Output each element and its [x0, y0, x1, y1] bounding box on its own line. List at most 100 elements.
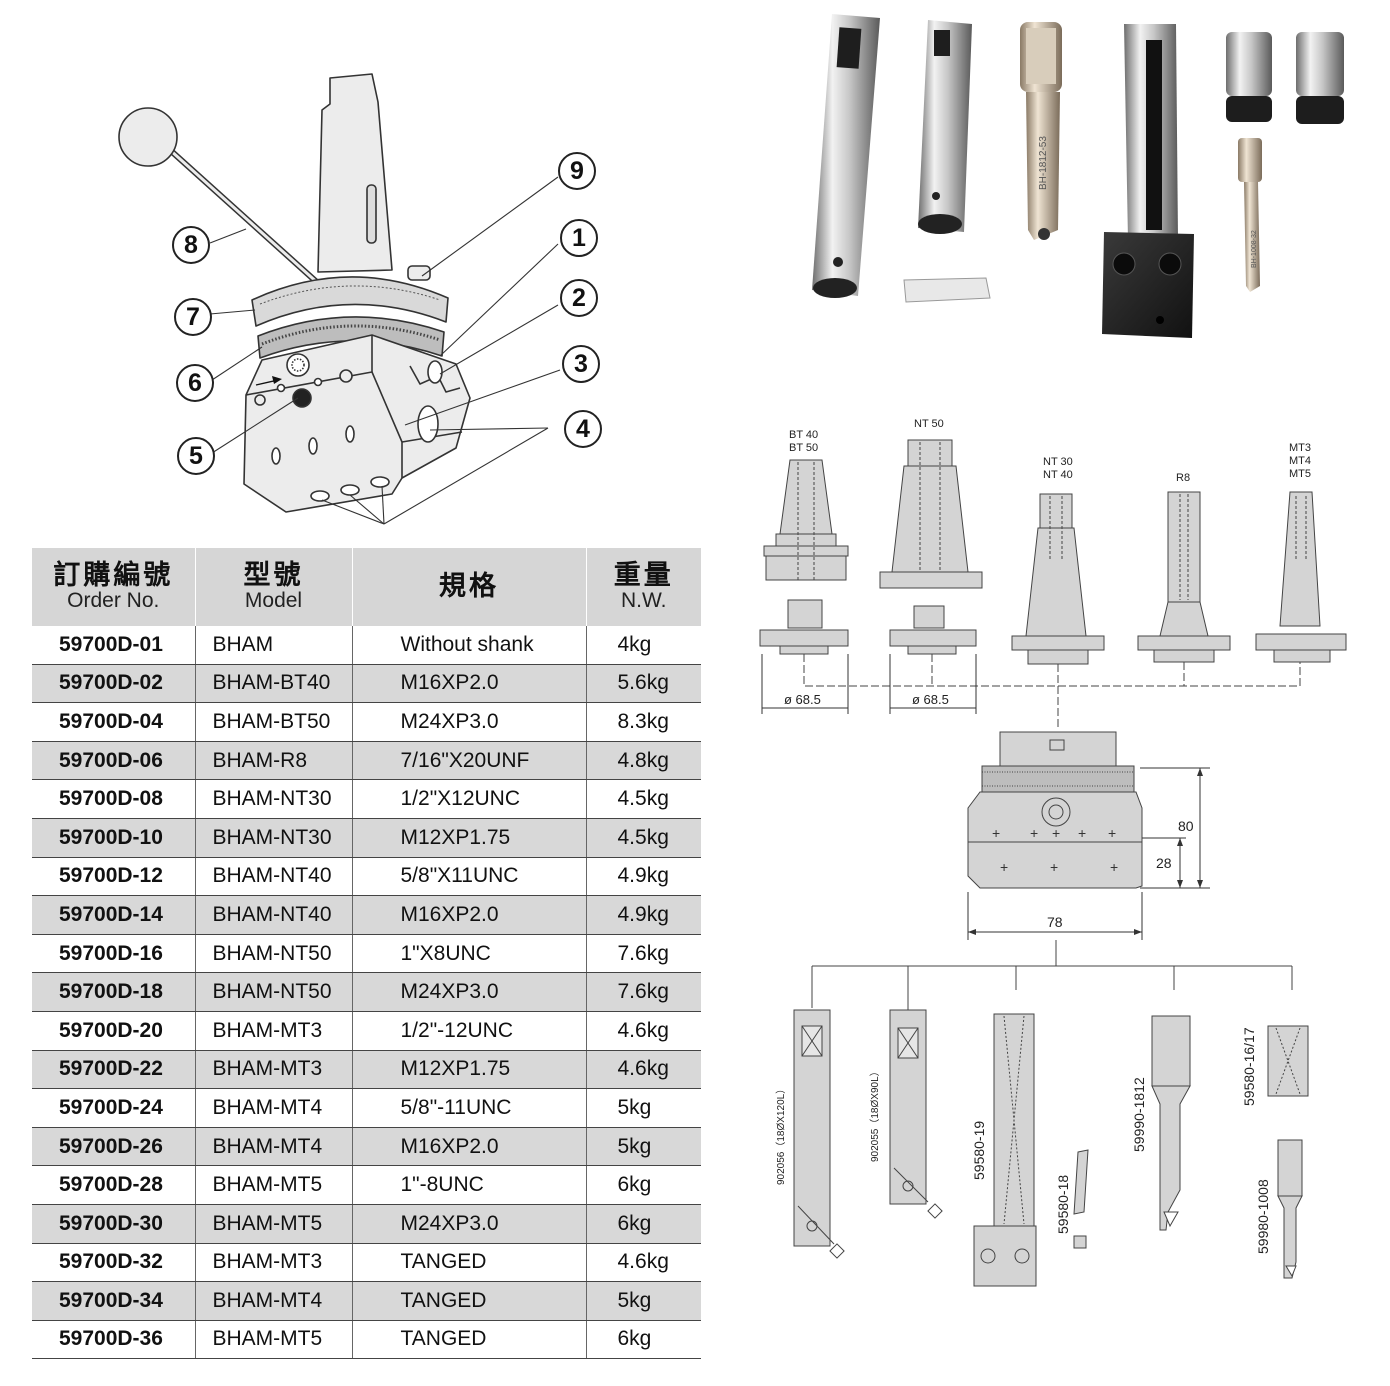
cell-model: BHAM	[195, 626, 353, 665]
tool-boring-bar-90	[889, 1009, 943, 1219]
shank-bt	[759, 459, 849, 655]
cell-order-no: 59700D-10	[32, 818, 196, 858]
cell-spec: M16XP2.0	[352, 664, 587, 704]
label-mt4: MT4	[1289, 455, 1311, 467]
cell-order-no: 59700D-06	[32, 741, 196, 781]
tool-label-5: 59990-1812	[1131, 1077, 1147, 1152]
tool-label-7: 59980-1008	[1255, 1179, 1271, 1254]
head-front-view: + + + + + + + +	[967, 731, 1143, 889]
dim-dia-1: ø 68.5	[784, 692, 821, 707]
tool-indexable-1812	[1151, 1015, 1191, 1231]
cell-weight: 4kg	[586, 626, 701, 665]
cell-model: BHAM-MT5	[195, 1204, 353, 1244]
svg-text:+: +	[1030, 825, 1038, 841]
shank-mt	[1255, 491, 1347, 663]
callout-4: 4	[564, 410, 602, 448]
tool-insert	[1073, 1149, 1089, 1249]
tool-label-2: 902055（18ØX90L）	[869, 1066, 881, 1162]
callout-label: 3	[574, 350, 588, 378]
indexable-bar: BH-1812-53	[1020, 22, 1062, 240]
cell-order-no: 59700D-02	[32, 664, 196, 704]
cell-spec: TANGED	[352, 1243, 587, 1283]
cell-order-no: 59700D-20	[32, 1011, 196, 1051]
cell-order-no: 59700D-24	[32, 1088, 196, 1128]
label-bt40: BT 40	[789, 429, 818, 441]
callout-1: 1	[560, 219, 598, 257]
cell-spec: M16XP2.0	[352, 1127, 587, 1167]
shank-r8	[1137, 491, 1231, 663]
cell-spec: 1"X8UNC	[352, 934, 587, 974]
tool-bar-square-head	[973, 1013, 1037, 1287]
cell-weight: 4.6kg	[586, 1050, 701, 1090]
cell-spec: 5/8"X11UNC	[352, 857, 587, 897]
cell-spec: M12XP1.75	[352, 1050, 587, 1090]
cell-order-no: 59700D-34	[32, 1281, 196, 1321]
callout-6: 6	[176, 364, 214, 402]
callout-9: 9	[558, 152, 596, 190]
callout-label: 4	[576, 415, 590, 443]
cell-model: BHAM-BT40	[195, 664, 353, 704]
callout-label: 1	[572, 224, 586, 252]
cell-weight: 5kg	[586, 1281, 701, 1321]
label-r8: R8	[1176, 472, 1190, 484]
label-nt40: NT 40	[1043, 469, 1073, 481]
tool-label-6: 59580-16/17	[1241, 1027, 1257, 1106]
cell-spec: TANGED	[352, 1320, 587, 1360]
cell-spec: TANGED	[352, 1281, 587, 1321]
cell-order-no: 59700D-32	[32, 1243, 196, 1283]
boring-bar-short	[918, 20, 972, 234]
cell-weight: 4.9kg	[586, 857, 701, 897]
callout-8: 8	[172, 226, 210, 264]
cell-order-no: 59700D-26	[32, 1127, 196, 1167]
cell-model: BHAM-NT30	[195, 779, 353, 819]
cell-spec: 1/2"-12UNC	[352, 1011, 587, 1051]
cell-weight: 8.3kg	[586, 702, 701, 742]
cell-spec: Without shank	[352, 626, 587, 665]
cell-weight: 6kg	[586, 1320, 701, 1360]
cell-weight: 4.5kg	[586, 779, 701, 819]
cell-order-no: 59700D-28	[32, 1165, 196, 1205]
callout-label: 5	[189, 442, 203, 470]
boring-bar-square-head	[1102, 24, 1194, 338]
cell-order-no: 59700D-30	[32, 1204, 196, 1244]
cell-model: BHAM-NT50	[195, 972, 353, 1012]
cell-spec: M24XP3.0	[352, 972, 587, 1012]
cell-model: BHAM-NT30	[195, 818, 353, 858]
cell-weight: 5kg	[586, 1127, 701, 1167]
cell-model: BHAM-R8	[195, 741, 353, 781]
tool-sleeve	[1267, 1025, 1309, 1097]
label-bt50: BT 50	[789, 442, 818, 454]
small-indexable-bar: BH-1008-32	[1238, 138, 1262, 292]
header-spec: 規格	[352, 548, 587, 626]
bar-label-2: BH-1008-32	[1251, 230, 1258, 268]
cell-model: BHAM-MT3	[195, 1050, 353, 1090]
sleeves	[1226, 32, 1344, 124]
cell-weight: 4.9kg	[586, 895, 701, 935]
callout-3: 3	[562, 345, 600, 383]
cell-model: BHAM-MT4	[195, 1127, 353, 1167]
cell-order-no: 59700D-18	[32, 972, 196, 1012]
label-mt3: MT3	[1289, 442, 1311, 454]
product-photo: BH-1812-53 BH-1008-32	[812, 14, 1344, 338]
technical-diagram: BT 40 BT 50 NT 50 NT 30 NT 40 R8 MT3 MT4…	[759, 418, 1347, 1287]
cell-order-no: 59700D-12	[32, 857, 196, 897]
shank-nt	[1011, 493, 1105, 665]
callout-label: 6	[188, 369, 202, 397]
label-nt50: NT 50	[914, 418, 944, 430]
cell-spec: 5/8"-11UNC	[352, 1088, 587, 1128]
